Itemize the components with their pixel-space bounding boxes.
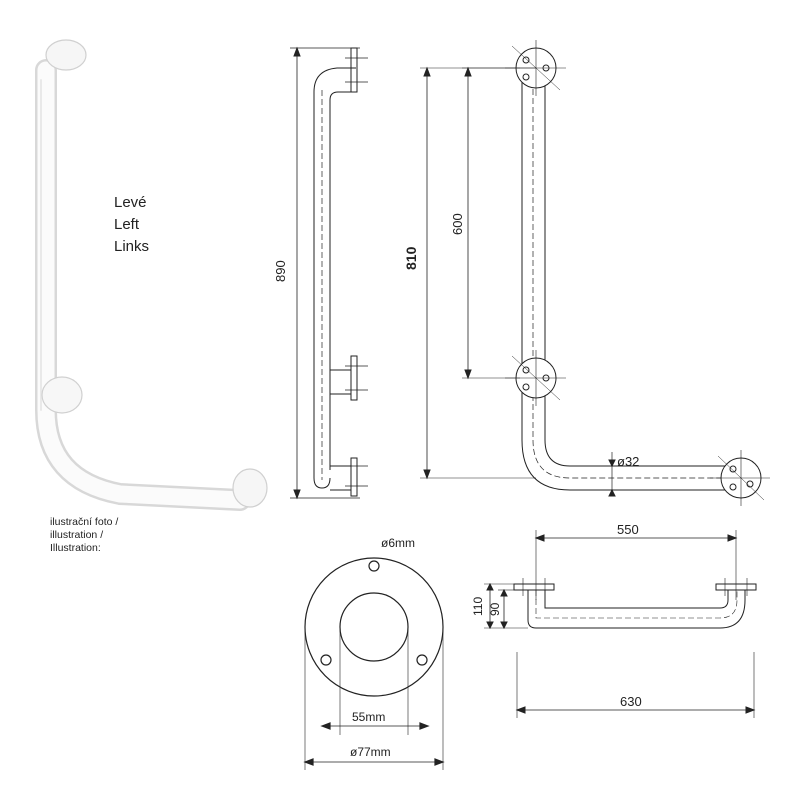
side-view [290, 46, 368, 500]
dim-inner-diameter: 55mm [352, 710, 386, 724]
illustration-caption: ilustrační foto / illustration / Illustr… [50, 516, 118, 555]
dim-rosette-diameter: ø77mm [350, 745, 391, 759]
dim-tube-diameter: ø32 [617, 454, 640, 469]
dim-depth-outer: 110 [471, 596, 485, 616]
side-label-de: Links [114, 238, 150, 255]
dim-bottom-width: 630 [620, 694, 642, 709]
rosette-detail [303, 557, 445, 770]
caption-en: illustration / [50, 529, 104, 541]
top-view [484, 530, 757, 718]
caption-de: Illustration: [50, 542, 101, 554]
side-label-cz: Levé [114, 194, 147, 211]
illustration-photo [35, 39, 268, 511]
side-label: Levé Left Links [114, 192, 149, 258]
dim-bracket-spacing: 600 [450, 213, 465, 235]
dim-front-height: 810 [403, 246, 419, 270]
dim-top-width: 550 [617, 522, 639, 537]
dim-hole-diameter: ø6mm [381, 536, 415, 550]
caption-cz: ilustrační foto / [50, 516, 119, 528]
side-label-en: Left [114, 216, 140, 233]
front-view [420, 40, 770, 506]
dim-side-height: 890 [273, 260, 288, 282]
dim-depth-inner: 90 [488, 602, 502, 616]
